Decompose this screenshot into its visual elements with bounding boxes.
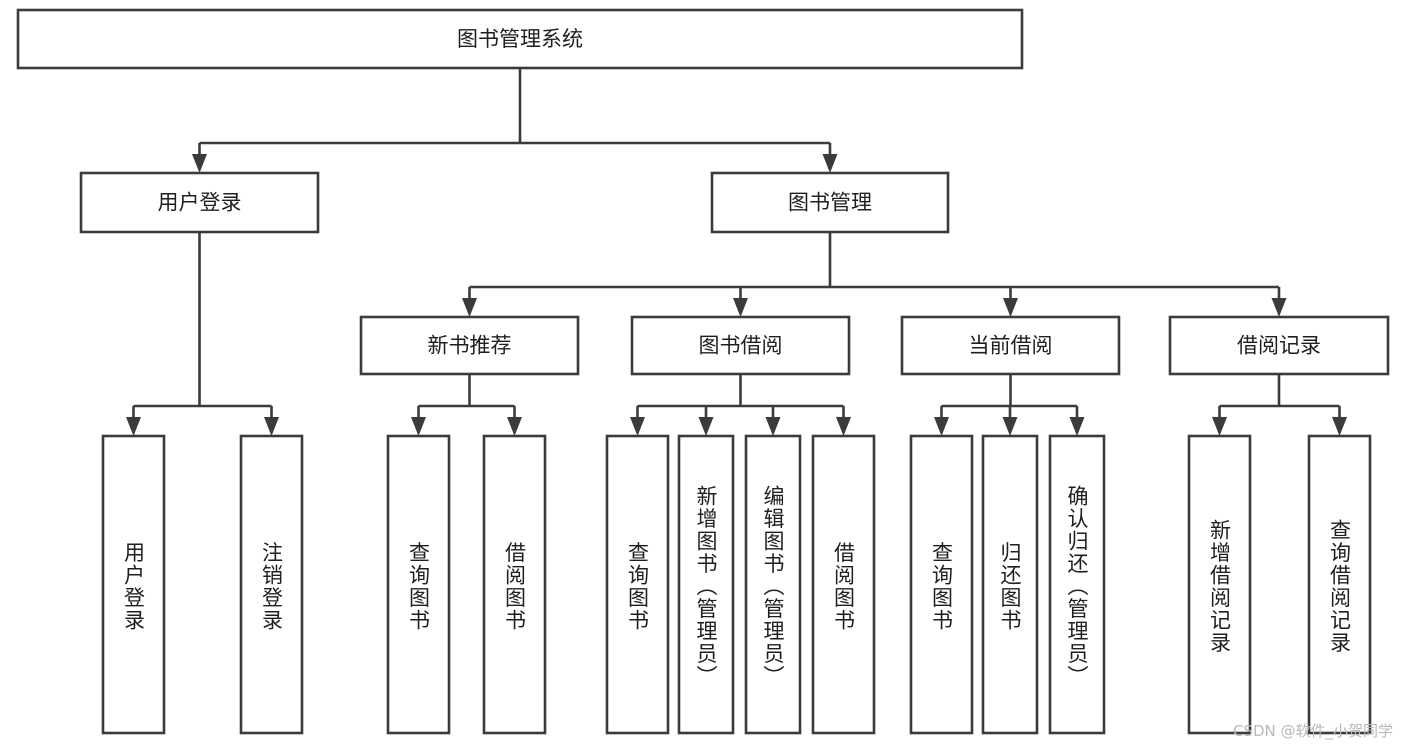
node-box: [1168, 315, 1390, 376]
node-box: [1307, 434, 1372, 735]
node-root[interactable]: 图书管理系统: [16, 8, 1024, 70]
arrow-head: [630, 417, 645, 436]
arrow-head: [733, 298, 748, 317]
node-label: 图书借阅: [699, 334, 783, 358]
csdn-watermark: CSDN @软件_小贺同学: [1232, 722, 1393, 740]
node-leaf-borrow-book-2[interactable]: 借阅图书: [811, 434, 876, 735]
node-box: [16, 8, 1024, 70]
node-box: [677, 434, 735, 735]
arrow-head: [698, 417, 714, 436]
arrow-head: [507, 417, 522, 436]
node-leaf-query-record[interactable]: 查询借阅记录: [1307, 434, 1372, 735]
node-label: 用户登录: [158, 191, 242, 215]
edges-layer: [126, 68, 1347, 436]
node-box: [710, 171, 950, 234]
node-label: 注销登录: [260, 542, 284, 632]
arrow-head: [462, 298, 477, 317]
node-label: 确认归还（管理员）: [1065, 485, 1089, 688]
node-leaf-add-book[interactable]: 新增图书（管理员）: [677, 434, 735, 735]
arrow-head: [264, 417, 279, 436]
node-box: [1048, 434, 1106, 735]
node-label: 查询图书: [930, 542, 954, 632]
arrow-head: [765, 417, 781, 436]
node-box: [909, 434, 974, 735]
node-current-borrow[interactable]: 当前借阅: [900, 315, 1121, 376]
arrow-head: [192, 154, 207, 173]
node-label: 新增借阅记录: [1208, 519, 1232, 654]
node-label: 借阅记录: [1237, 334, 1321, 358]
node-box: [630, 315, 851, 376]
node-label: 图书管理: [788, 191, 872, 215]
node-book-manage[interactable]: 图书管理: [710, 171, 950, 234]
node-new-book-recommend[interactable]: 新书推荐: [359, 315, 580, 376]
node-leaf-logout[interactable]: 注销登录: [239, 434, 304, 735]
node-label: 查询图书: [407, 542, 431, 632]
node-box: [482, 434, 547, 735]
arrow-head: [411, 417, 426, 436]
node-borrow-record[interactable]: 借阅记录: [1168, 315, 1390, 376]
node-label: 归还图书: [998, 542, 1022, 632]
node-box: [744, 434, 802, 735]
node-box: [79, 171, 320, 234]
node-box: [101, 434, 166, 735]
node-label: 新书推荐: [428, 334, 512, 358]
node-leaf-confirm-return[interactable]: 确认归还（管理员）: [1048, 434, 1106, 735]
node-leaf-user-login[interactable]: 用户登录: [101, 434, 166, 735]
arrow-head: [1002, 417, 1018, 436]
arrow-head: [822, 154, 838, 173]
node-label: 查询借阅记录: [1328, 519, 1352, 654]
arrow-head: [1069, 417, 1085, 436]
node-label: 借阅图书: [503, 542, 527, 632]
arrow-head: [1271, 298, 1287, 317]
node-user-login[interactable]: 用户登录: [79, 171, 320, 234]
node-leaf-return-book[interactable]: 归还图书: [981, 434, 1039, 735]
node-leaf-edit-book[interactable]: 编辑图书（管理员）: [744, 434, 802, 735]
node-box: [386, 434, 451, 735]
node-label: 当前借阅: [969, 334, 1053, 358]
node-leaf-query-book-1[interactable]: 查询图书: [386, 434, 451, 735]
arrow-head: [1332, 417, 1347, 436]
node-leaf-query-book-3[interactable]: 查询图书: [909, 434, 974, 735]
node-label: 查询图书: [626, 542, 650, 632]
node-box: [900, 315, 1121, 376]
node-label: 图书管理系统: [457, 27, 583, 51]
node-label: 编辑图书（管理员）: [761, 485, 785, 688]
arrow-head: [836, 417, 851, 436]
arrow-head: [1212, 417, 1227, 436]
arrow-head: [1003, 298, 1018, 317]
node-label: 用户登录: [122, 542, 146, 632]
node-book-borrow[interactable]: 图书借阅: [630, 315, 851, 376]
node-label: 借阅图书: [832, 542, 856, 632]
node-label: 新增图书（管理员）: [694, 485, 718, 688]
node-leaf-query-book-2[interactable]: 查询图书: [605, 434, 670, 735]
node-leaf-borrow-book-1[interactable]: 借阅图书: [482, 434, 547, 735]
node-box: [981, 434, 1039, 735]
node-box: [605, 434, 670, 735]
node-box: [1187, 434, 1252, 735]
nodes-layer: 图书管理系统用户登录图书管理新书推荐图书借阅当前借阅借阅记录用户登录注销登录查询…: [16, 8, 1390, 735]
arrow-head: [934, 417, 949, 436]
node-box: [239, 434, 304, 735]
node-box: [359, 315, 580, 376]
arrow-head: [126, 417, 141, 436]
node-leaf-add-record[interactable]: 新增借阅记录: [1187, 434, 1252, 735]
node-box: [811, 434, 876, 735]
